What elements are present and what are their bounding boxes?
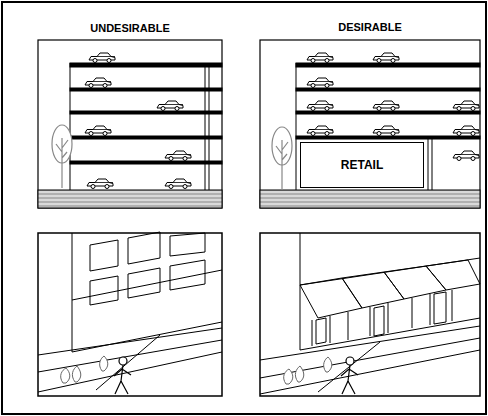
retail-frontage: RETAIL: [300, 142, 424, 188]
pedestrian: [114, 357, 131, 394]
panel-heading: DESIRABLE: [338, 21, 402, 33]
shrubs: [61, 356, 108, 383]
undesirable-garage: [38, 40, 222, 208]
storefront-street: [260, 233, 480, 396]
desirable-garage: [260, 40, 480, 208]
shrubs: [284, 357, 332, 384]
node-text: RETAIL: [341, 158, 383, 172]
panel-heading: UNDESIRABLE: [90, 22, 169, 34]
blank-wall-street: [38, 232, 222, 396]
pedestrian: [341, 357, 358, 394]
